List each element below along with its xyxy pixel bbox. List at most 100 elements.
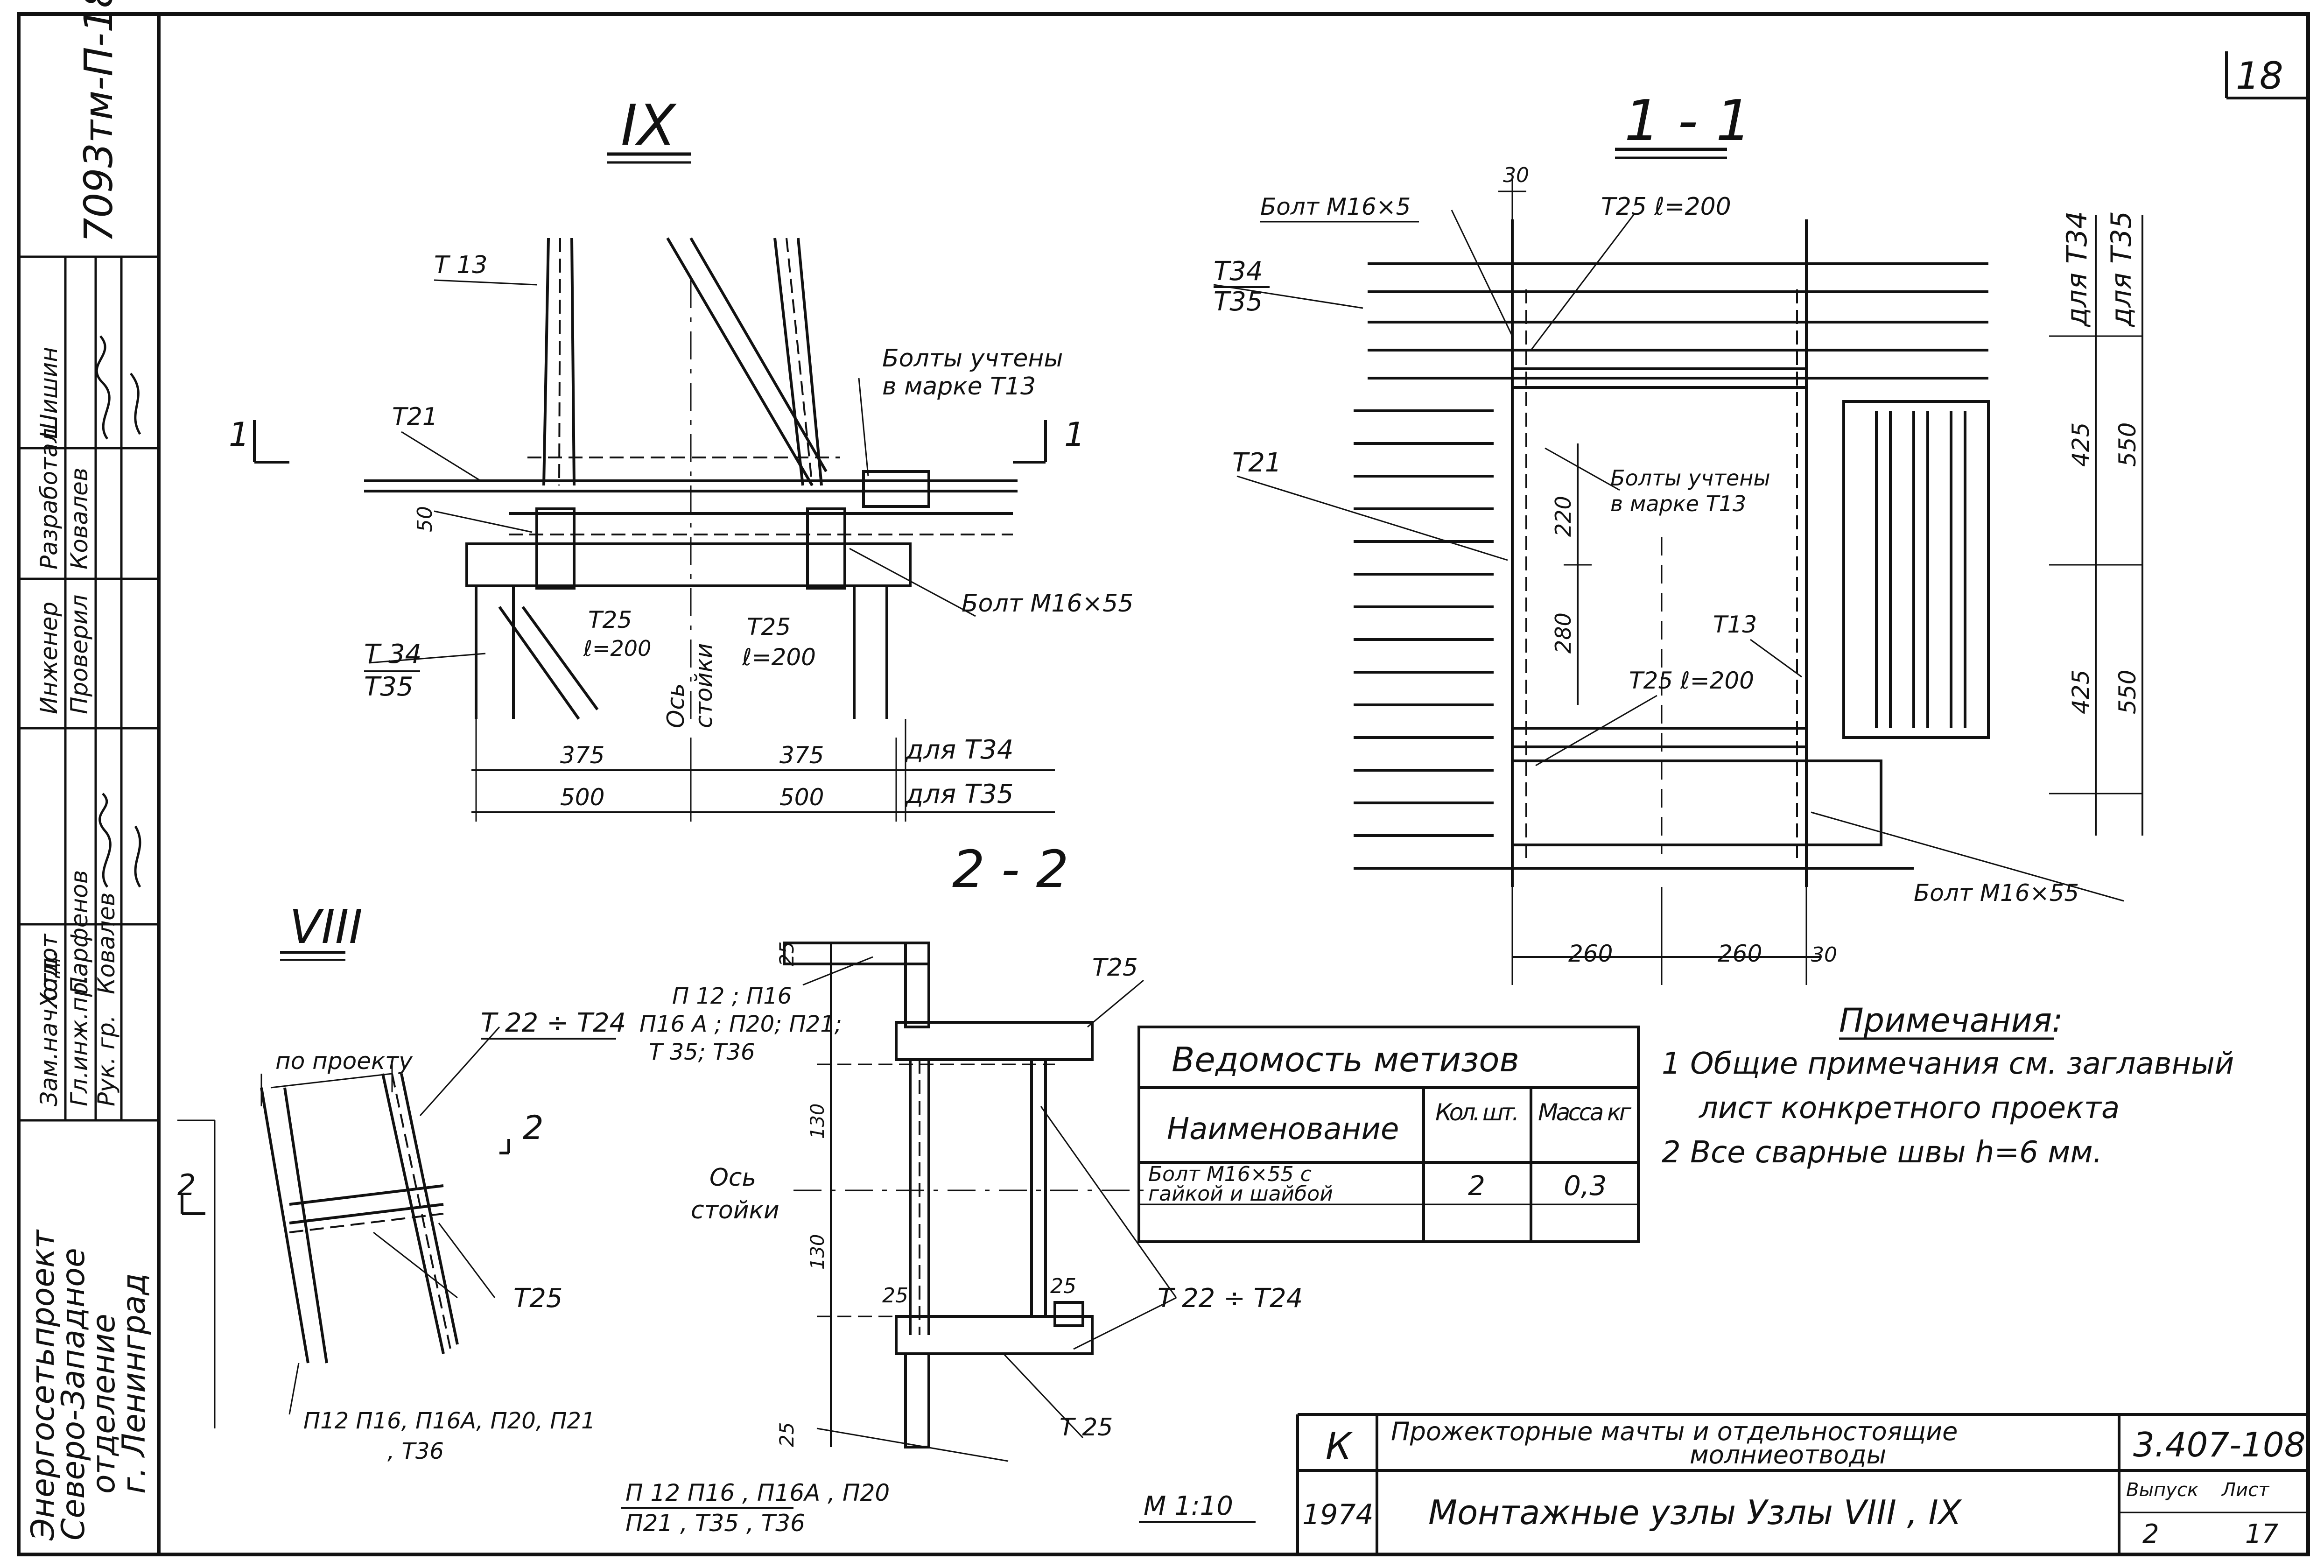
viii-parts-1: П12 П16, П16А, П20, П21 — [303, 1408, 596, 1434]
view-1-1-linework — [1213, 177, 2143, 985]
title-code: 3.407-108 — [2133, 1425, 2306, 1464]
s22-dim-25-left: 25 — [882, 1284, 908, 1308]
table-row-1-name-1: Болт М16×55 с — [1148, 1162, 1312, 1186]
title-scale: М 1:10 — [1144, 1491, 1233, 1521]
s11-dim-30-bottom: 30 — [1811, 943, 1837, 967]
stamp-role-1: Зам.нач.отд. — [35, 950, 63, 1106]
ix-section-mark: 1 — [1064, 415, 1085, 454]
stamp-role-3: Рук. гр. — [93, 1015, 120, 1106]
viii-t22-t24: T 22 ÷ T24 — [481, 1008, 626, 1038]
stamp-name-5: Шишин — [35, 347, 63, 439]
ix-label-t21: T21 — [392, 403, 438, 431]
ix-dim-375-b: 375 — [779, 742, 824, 769]
table-row-1-qty: 2 — [1468, 1170, 1485, 1202]
left-stamp — [19, 255, 159, 1122]
title-mark: К — [1326, 1426, 1353, 1468]
ix-label-t13: T 13 — [434, 251, 487, 279]
org-line-1: Энергосетьпроект — [25, 1229, 62, 1541]
s22-dim-130-a: 130 — [807, 1104, 828, 1139]
ix-bolts-note-1: Болты учтены — [882, 345, 1063, 373]
title-block: К Прожекторные мачты и отдельностоящие м… — [1139, 1413, 2308, 1554]
stamp-name-2: Парфенов — [66, 870, 93, 994]
s22-dim-25-top: 25 — [775, 942, 798, 966]
table-row-1-name-2: гайкой и шайбой — [1148, 1182, 1333, 1206]
ix-t25-b: T25 — [747, 613, 791, 640]
viii-by-project: по проекту — [275, 1048, 413, 1075]
view-2-2-title: 2 - 2 — [952, 839, 1069, 899]
view-viii-linework — [177, 1026, 510, 1428]
sheet-border — [17, 12, 2310, 1556]
org-line-4: г. Ленинград — [116, 1273, 153, 1494]
page-number: 18 — [2236, 54, 2283, 98]
s11-bolts-note-1: Болты учтены — [1610, 465, 1770, 491]
title-sheet-label: Лист — [2221, 1479, 2270, 1501]
s22-dim-130-b: 130 — [807, 1234, 828, 1270]
ix-t25-a: T25 — [588, 606, 632, 633]
table-row-1-mass: 0,3 — [1564, 1170, 1607, 1202]
s11-bolt-m16-b: Болт М16×55 — [1914, 879, 2079, 907]
s11-dim-550-a: 550 — [2114, 422, 2141, 467]
s11-bolts-note-2: в марке T13 — [1610, 491, 1746, 516]
ix-for-t35: для T35 — [905, 779, 1013, 809]
table-header-qty: Кол. шт. — [1435, 1099, 1519, 1126]
table-header-mass: Масса кг — [1538, 1099, 1632, 1126]
s22-axis-2: стойки — [691, 1196, 779, 1224]
ix-section-mark-left: 1 — [229, 415, 250, 454]
sheet-code: 7093тм-П-18 — [76, 0, 121, 243]
s11-dim-220: 220 — [1551, 496, 1576, 537]
s22-t25-bottom: T 25 — [1060, 1413, 1113, 1441]
view-viii: VIII по проекту T 22 ÷ — [177, 900, 626, 1464]
viii-t25: T25 — [513, 1283, 562, 1314]
s11-dim-260-a: 260 — [1568, 940, 1613, 967]
hardware-table: Ведомость метизов Наименование Кол. шт. … — [1137, 1026, 1640, 1243]
s22-axis-1: Ось — [709, 1164, 756, 1192]
view-1-1: 1 - 1 — [1213, 89, 2143, 985]
s11-dim-550-b: 550 — [2114, 670, 2141, 714]
ix-label-t34: T 34 — [364, 639, 421, 669]
s11-for-t34: для T34 — [2061, 211, 2093, 327]
title-sheet-no: 17 — [2245, 1519, 2279, 1549]
stamp-role-6: Разработал — [35, 428, 63, 570]
s22-parts-3: T 35; T36 — [649, 1039, 755, 1065]
title-project-2: молниеотводы — [1690, 1440, 1886, 1470]
ix-dim-500-a: 500 — [560, 784, 604, 811]
ix-axis-2: стойки — [690, 643, 717, 728]
ix-axis-1: Ось — [662, 683, 689, 728]
s22-t22-t24: T 22 ÷ T24 — [1158, 1283, 1303, 1314]
stamp-name-3: Ковалев — [93, 893, 120, 994]
s11-t25-l200: T25 ℓ=200 — [1601, 193, 1731, 221]
org-line-3: отделение — [85, 1314, 122, 1494]
table-header-name: Наименование — [1167, 1112, 1399, 1146]
stamp-role-5: Проверил — [66, 595, 93, 714]
stamp-role-2: Гл.инж.пр. — [66, 975, 93, 1106]
stamp-name-4: Ковалев — [66, 468, 93, 570]
table-title: Ведомость метизов — [1172, 1040, 1519, 1079]
stamp-name-1: Ходот — [35, 933, 63, 1010]
view-viii-title: VIII — [289, 900, 363, 954]
s11-label-t21: T21 — [1232, 448, 1281, 478]
s22-parts-2: П16 А ; П20; П21; — [639, 1011, 842, 1037]
viii-parts-2: , T36 — [387, 1438, 444, 1464]
s11-dim-280: 280 — [1551, 612, 1576, 654]
notes-line-2: лист конкретного проекта — [1698, 1091, 2120, 1125]
view-ix: IX — [229, 93, 1133, 822]
title-issue-label: Выпуск — [2126, 1479, 2198, 1501]
ix-bolts-note-2: в марке T13 — [882, 373, 1036, 401]
notes-title: Примечания: — [1839, 1001, 2063, 1040]
s11-dim-260-b: 260 — [1718, 940, 1762, 967]
s22-parts-b2: П21 , T35 , T36 — [625, 1510, 805, 1537]
title-sheet-title: Монтажные узлы Узлы VIII , IX — [1428, 1493, 1962, 1532]
notes-line-3: 2 Все сварные швы h=6 мм. — [1662, 1135, 2102, 1170]
stamp-signature — [95, 335, 141, 888]
ix-label-t35: T35 — [364, 672, 413, 702]
s22-parts-1: П 12 ; П16 — [672, 983, 792, 1009]
s22-parts-b1: П 12 П16 , П16А , П20 — [625, 1479, 890, 1506]
ix-bolt-m16: Болт М16×55 — [962, 590, 1133, 618]
ix-l200-b: ℓ=200 — [742, 644, 816, 671]
viii-section-mark: 2 — [523, 1109, 544, 1147]
s11-label-t13: T13 — [1713, 611, 1757, 638]
s11-dim-30-top: 30 — [1503, 163, 1529, 187]
s22-t25-top: T25 — [1092, 954, 1138, 982]
notes: Примечания: 1 Общие примечания см. загла… — [1662, 1001, 2234, 1170]
